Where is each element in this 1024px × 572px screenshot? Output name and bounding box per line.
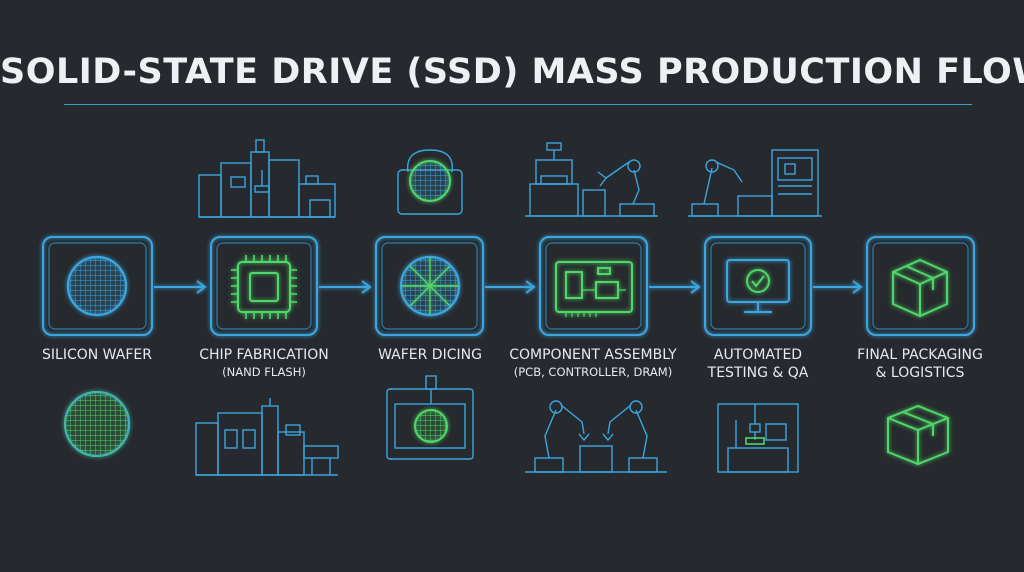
step-box-2 — [210, 236, 318, 336]
step-box-6 — [866, 236, 975, 336]
step-label-final-packaging: FINAL PACKAGING& LOGISTICS — [857, 347, 983, 381]
step-box-1 — [42, 236, 153, 336]
chip-icon — [231, 255, 297, 319]
assembly-line-icon — [195, 398, 339, 476]
step-label-silicon-wafer: SILICON WAFER — [42, 347, 152, 363]
monitor-check-icon — [726, 259, 790, 313]
flow-arrow-3 — [485, 280, 536, 294]
step-label-component-assembly: COMPONENT ASSEMBLY(PCB, CONTROLLER, DRAM… — [509, 347, 677, 379]
wafer-bottom-icon — [64, 391, 130, 457]
package-bottom-icon — [887, 404, 949, 466]
flow-arrow-5 — [813, 280, 863, 294]
pick-and-place-icon — [525, 142, 612, 217]
fab-machine-icon — [198, 139, 336, 218]
qa-workstation-icon — [717, 403, 799, 473]
step-label-chip-fabrication: CHIP FABRICATION(NAND FLASH) — [199, 347, 329, 379]
wafer-icon — [66, 255, 128, 317]
diced-wafer-icon — [399, 255, 461, 317]
flow-arrow-1 — [154, 280, 207, 294]
step-box-3 — [375, 236, 484, 336]
package-box-icon — [892, 258, 948, 318]
title-divider — [64, 104, 972, 105]
test-station-icon — [688, 149, 822, 217]
dual-robot-arms-icon — [525, 400, 667, 473]
pcb-icon — [555, 261, 633, 317]
flow-arrow-2 — [319, 280, 372, 294]
robot-arm-icon — [597, 159, 658, 217]
dicing-machine-icon — [386, 375, 474, 460]
flow-arrow-4 — [649, 280, 701, 294]
step-box-4 — [539, 236, 648, 336]
step-box-5 — [704, 236, 812, 336]
page-title: SOLID-STATE DRIVE (SSD) MASS PRODUCTION … — [0, 52, 1024, 92]
step-label-wafer-dicing: WAFER DICING — [378, 347, 482, 363]
